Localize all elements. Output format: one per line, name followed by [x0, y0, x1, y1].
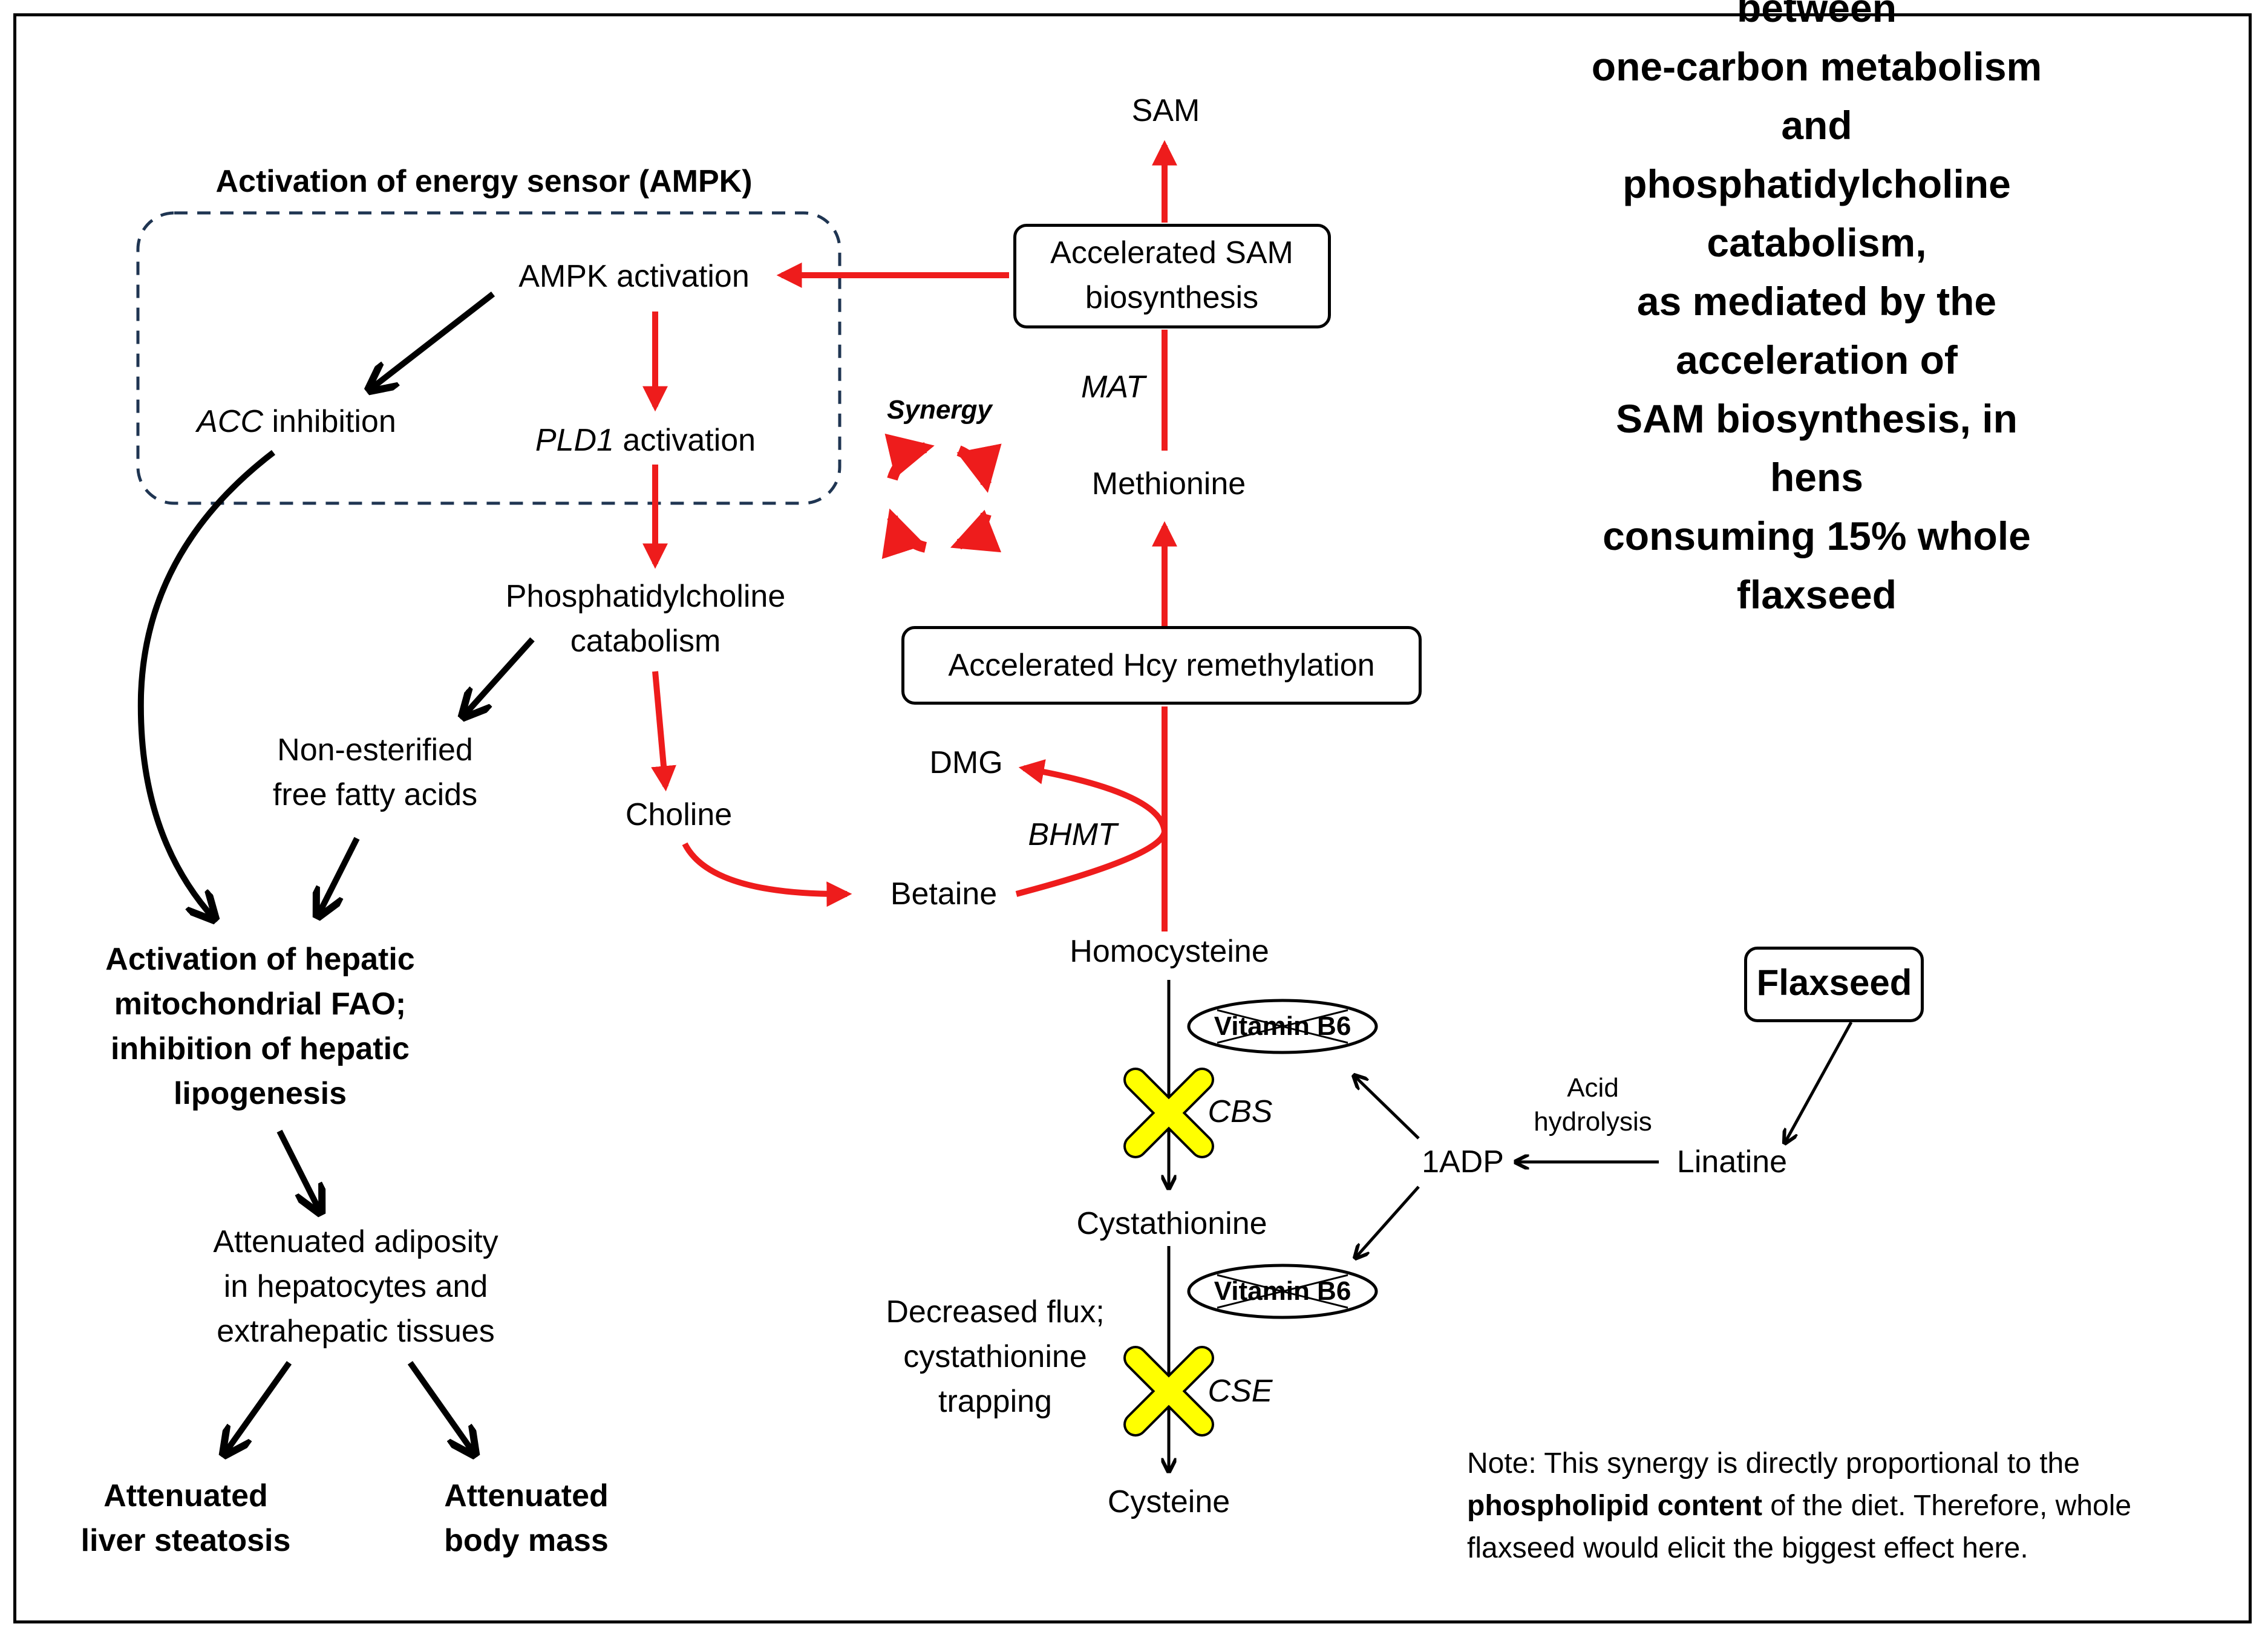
ampk-group-border: [136, 211, 842, 505]
cysteine-label: Cysteine: [1107, 1484, 1230, 1519]
steatosis-label: Attenuated liver steatosis: [80, 1478, 291, 1558]
vitamin-b6-bottom-ellipse: [1187, 1264, 1378, 1319]
arrow-acc-to-fao: [137, 450, 276, 919]
synergy-label: Synergy: [887, 395, 992, 425]
ampk-group-label: Activation of energy sensor (AMPK): [215, 164, 753, 199]
body-mass-label: Attenuated body mass: [444, 1478, 609, 1558]
methionine-label: Methionine: [1091, 466, 1246, 501]
footnote-emphasis: phospholipid content: [1467, 1490, 1762, 1522]
sam-biosynthesis-box: [1013, 224, 1331, 328]
arrow-fao-to-adiposity: [276, 1129, 321, 1213]
sam-label: SAM: [1131, 93, 1200, 128]
footnote: Note: This synergy is directly proportio…: [1467, 1443, 2205, 1570]
synergy-cycle-icon: [881, 433, 1002, 560]
fao-label: Activation of hepatic mitochondrial FAO;…: [105, 942, 415, 1111]
acc-inhibition-label: ACC inhibition: [197, 399, 396, 444]
cbs-blocked-cross: [1123, 1068, 1214, 1158]
vitamin-b6-top-label: Vitamin B6: [1214, 1011, 1351, 1041]
pld1-activation-text: activation: [623, 423, 756, 458]
arrow-pc-to-nefa: [463, 637, 535, 717]
vitamin-b6-bottom-label: Vitamin B6: [1214, 1276, 1351, 1306]
bhmt-enzyme-label: BHMT: [1028, 817, 1117, 852]
arrow-choline-to-betaine: [682, 842, 852, 907]
flaxseed-box: [1744, 947, 1924, 1022]
dmg-label: DMG: [929, 745, 1003, 780]
linatine-label: Linatine: [1676, 1144, 1788, 1179]
footnote-text-end: of the diet. Therefore, whole flaxseed w…: [1467, 1490, 2132, 1564]
arrow-pc-to-choline: [651, 671, 676, 792]
arrow-adiposity-to-steatosis: [224, 1361, 292, 1455]
sam-biosynthesis-label: Accelerated SAM biosynthesis: [1050, 235, 1293, 315]
choline-label: Choline: [625, 797, 733, 832]
vitamin-b6-top-ellipse: [1187, 999, 1378, 1054]
arrow-nefa-to-fao: [318, 837, 360, 916]
decreased-flux-label: Decreased flux; cystathionine trapping: [886, 1294, 1105, 1419]
arrow-adp-to-vitamin-b6-top: [1354, 1075, 1420, 1140]
arrow-adp-to-vitamin-b6-bottom: [1355, 1186, 1420, 1258]
betaine-label: Betaine: [890, 876, 998, 912]
footnote-text-start: Note: This synergy is directly proportio…: [1467, 1447, 2080, 1480]
pld1-activation-label: PLD1 activation: [535, 418, 756, 463]
acid-hydrolysis-label: Acid hydrolysis: [1534, 1073, 1652, 1137]
acc-inhibition-text: inhibition: [272, 404, 396, 439]
flaxseed-label: Flaxseed: [1756, 962, 1912, 1003]
nefa-label: Non-esterified free fatty acids: [272, 732, 478, 812]
acc-gene-name: ACC: [197, 404, 264, 439]
mat-enzyme-label: MAT: [1081, 370, 1145, 405]
adiposity-label: Attenuated adiposity in hepatocytes and …: [213, 1224, 498, 1349]
pld1-gene-name: PLD1: [535, 423, 614, 458]
adp-label: 1ADP: [1422, 1144, 1504, 1179]
ampk-activation-label: AMPK activation: [518, 259, 750, 294]
cse-blocked-cross: [1123, 1346, 1214, 1437]
figure-title: Proposed synergy between one-carbon meta…: [1591, 0, 2042, 617]
cse-enzyme-label: CSE: [1208, 1374, 1273, 1409]
cbs-enzyme-label: CBS: [1208, 1094, 1273, 1129]
diagram-frame: [13, 13, 2252, 1623]
arrow-adiposity-to-body-mass: [407, 1361, 475, 1455]
hcy-remethylation-box: [901, 626, 1422, 705]
cystathionine-label: Cystathionine: [1076, 1206, 1267, 1241]
arrow-flaxseed-to-linatine: [1785, 1021, 1853, 1143]
homocysteine-label: Homocysteine: [1070, 934, 1269, 969]
pc-catabolism-label: Phosphatidylcholine catabolism: [505, 579, 786, 659]
arrow-ampk-to-acc: [369, 292, 495, 390]
hcy-remethylation-label: Accelerated Hcy remethylation: [948, 648, 1375, 683]
